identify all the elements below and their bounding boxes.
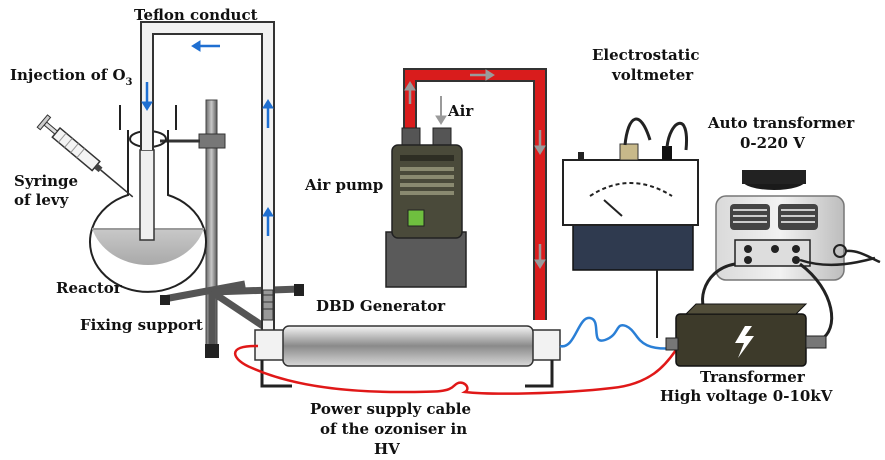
power-supply-cable: [234, 344, 678, 395]
label-power-line3: HV: [374, 440, 400, 458]
label-syringe-line2: of levy: [14, 191, 70, 209]
label-electrostatic-line1: Electrostatic: [592, 46, 700, 64]
label-fixing-support: Fixing support: [80, 316, 203, 334]
label-power-line2: of the ozoniser in: [320, 420, 467, 438]
hv-transformer: [665, 262, 834, 367]
syringe-of-levy: [36, 114, 134, 198]
auto-transformer: [715, 170, 881, 281]
air-pump: [385, 127, 467, 288]
fixing-support-stand: [160, 99, 304, 358]
signal-cable: [559, 316, 677, 350]
flow-arrows-blue: [141, 40, 274, 236]
dbd-generator: [254, 325, 561, 388]
label-transformer-line2: High voltage 0-10kV: [660, 387, 833, 405]
label-electrostatic-line2: voltmeter: [611, 66, 694, 84]
label-teflon-conduct: Teflon conduct: [134, 6, 258, 24]
label-transformer-line1: Transformer: [700, 368, 806, 386]
label-auto-transformer-line2: 0-220 V: [740, 134, 805, 152]
label-power-line1: Power supply cable: [310, 400, 471, 418]
flow-arrows-grey: [404, 69, 546, 269]
reactor-flask: [89, 105, 207, 293]
label-air-pump: Air pump: [304, 176, 383, 194]
label-air: Air: [447, 102, 474, 120]
label-dbd-generator: DBD Generator: [316, 297, 446, 315]
label-syringe-line1: Syringe: [14, 172, 78, 190]
label-injection-o3-subscript: 3: [126, 77, 133, 88]
label-injection-o3: Injection of O3: [10, 66, 133, 88]
label-auto-transformer-line1: Auto transformer: [707, 114, 855, 132]
label-reactor: Reactor: [56, 279, 123, 297]
electrostatic-voltmeter: [562, 117, 699, 338]
